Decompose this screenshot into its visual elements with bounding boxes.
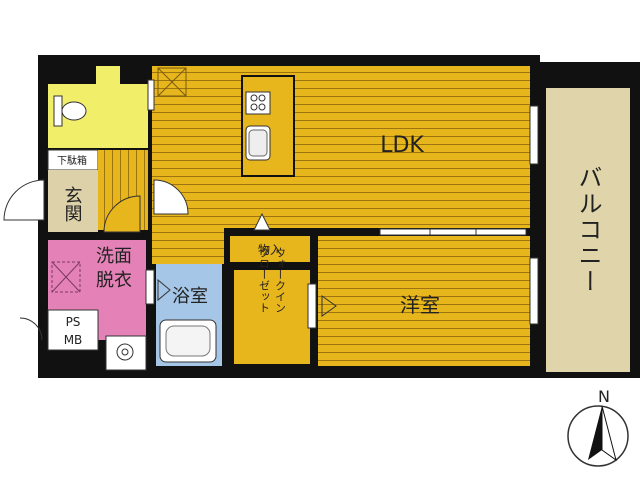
stove-icon xyxy=(245,91,271,115)
mb-label: MB xyxy=(64,333,83,347)
washroom-label-2: 脱衣 xyxy=(96,270,132,291)
laundry-pan-icon xyxy=(51,261,81,293)
entrance-door xyxy=(3,179,45,221)
compass: N xyxy=(567,387,629,467)
closet-door xyxy=(307,283,317,329)
ldk-label: LDK xyxy=(380,133,424,158)
storage-label: 物入 xyxy=(258,243,282,257)
ldk-floor xyxy=(152,66,530,234)
storage-door-icon xyxy=(253,212,271,231)
sliding-door xyxy=(379,228,527,236)
door-arrow-icon xyxy=(321,295,337,317)
ps-label: PS xyxy=(66,315,81,329)
vent-icon xyxy=(157,67,187,97)
washbasin-icon xyxy=(105,335,147,371)
balcony-label: バルコニー xyxy=(574,165,602,295)
western-room-floor xyxy=(318,236,530,366)
walk-in-closet-floor xyxy=(234,270,310,364)
toilet-tank-icon xyxy=(53,95,63,127)
washroom-label-1: 洗面 xyxy=(96,246,132,267)
toilet-icon xyxy=(61,101,87,121)
shoe-box-label: 下駄箱 xyxy=(57,154,87,167)
ldk-floor-lower xyxy=(152,234,224,264)
ps-mb-box xyxy=(47,309,99,351)
compass-north-label: N xyxy=(598,387,610,406)
bathroom-label: 浴室 xyxy=(172,286,208,307)
entrance-label: 玄関 xyxy=(62,186,83,222)
ldk-door xyxy=(153,179,189,215)
balcony xyxy=(546,88,630,372)
toilet-room xyxy=(48,84,148,148)
entrance-floor xyxy=(48,170,98,232)
bathroom-door xyxy=(145,269,155,305)
storage-floor xyxy=(230,236,310,262)
walk-in-closet-label: ウォークインクローゼット xyxy=(258,247,287,313)
window-ldk xyxy=(529,105,539,165)
window-western xyxy=(529,257,539,325)
western-room-label: 洋室 xyxy=(400,293,440,317)
